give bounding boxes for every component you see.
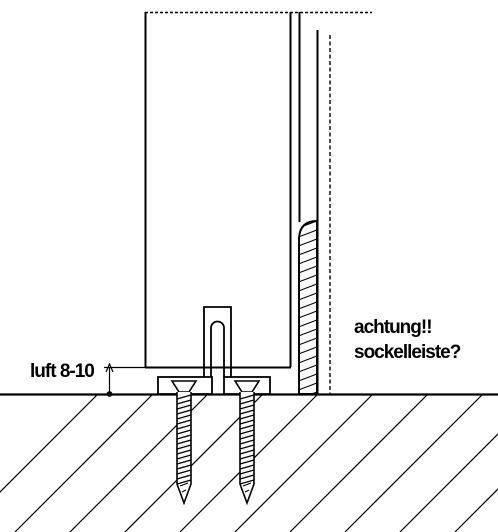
floor-hatch-line <box>454 488 498 532</box>
gap-dimension <box>104 362 145 397</box>
floor-hatch-line <box>0 395 98 493</box>
warning-line-1: achtung!! <box>354 317 433 338</box>
wall-profile <box>298 12 331 394</box>
warning-line-2: sockelleiste? <box>354 342 461 363</box>
screw-right <box>239 392 255 506</box>
gap-label: luft 8-10 <box>30 361 95 382</box>
skirting-board <box>298 219 318 395</box>
screw-left <box>176 392 192 506</box>
floor-guide <box>203 306 232 377</box>
door-panel <box>144 12 292 369</box>
floor-hatch-line <box>124 395 263 532</box>
floor-hatch-line <box>14 395 153 532</box>
screw-heads <box>170 380 261 393</box>
screws <box>176 392 255 506</box>
floor-hatch-line <box>399 433 498 532</box>
floor-hatch-line <box>289 395 428 532</box>
floor-hatch-line <box>344 395 483 532</box>
floor-hatch-line <box>234 395 373 532</box>
